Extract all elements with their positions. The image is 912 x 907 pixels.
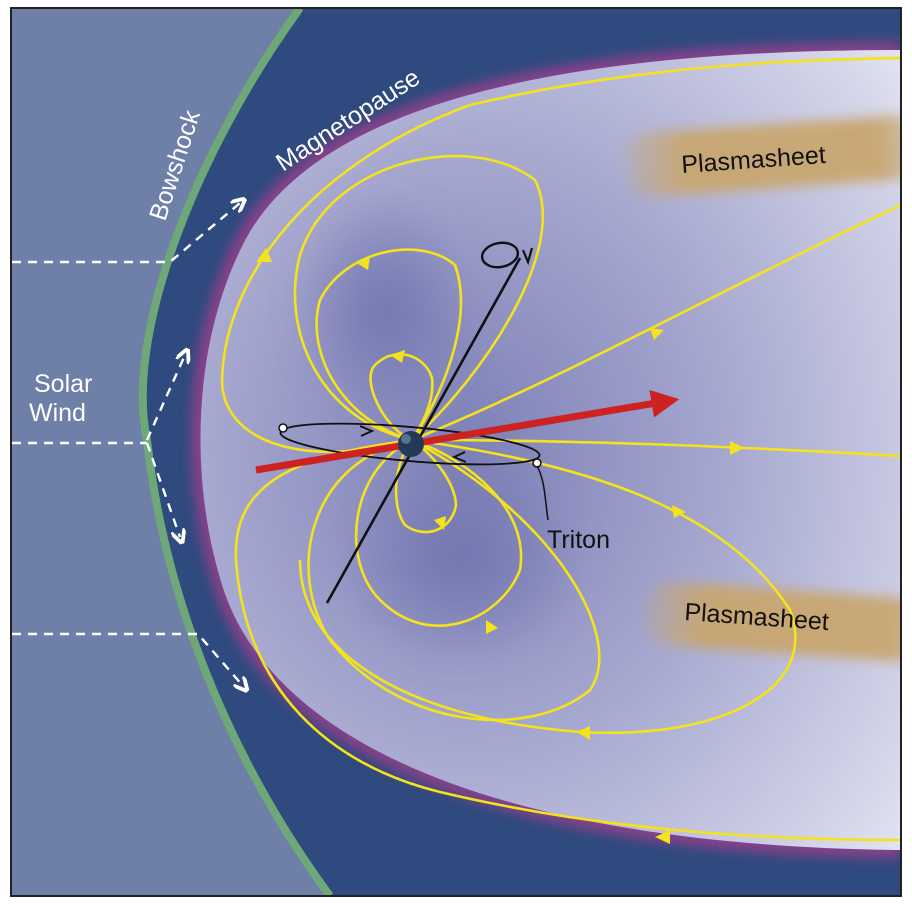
field-arrowhead xyxy=(655,830,670,844)
solar-wind-label-line2: Wind xyxy=(29,399,86,427)
solar-wind-arrow-4 xyxy=(145,442,180,537)
diagram-frame xyxy=(10,7,902,897)
field-arrowheads xyxy=(256,248,744,844)
field-line-open-mid xyxy=(411,438,901,458)
solar-wind-arrows xyxy=(12,203,243,686)
lower-lobe-shade xyxy=(330,450,590,670)
plasmasheet-lower xyxy=(644,581,901,663)
field-arrowhead xyxy=(672,505,686,518)
field-arrowhead xyxy=(256,248,272,262)
field-arrowhead xyxy=(355,256,370,270)
field-line-3 xyxy=(315,248,463,442)
field-arrowhead xyxy=(434,516,446,530)
neptune-planet xyxy=(398,431,424,457)
solar-wind-arrow-1 xyxy=(12,203,240,264)
field-arrowhead xyxy=(576,726,590,740)
rotation-arrow-icon xyxy=(480,241,520,269)
bowshock-line xyxy=(138,8,334,896)
field-line-lower-loop xyxy=(298,438,797,735)
field-arrowhead xyxy=(730,441,744,455)
solar-wind-arrow-5 xyxy=(12,632,243,686)
field-line-3b xyxy=(354,438,523,627)
field-line-open-up xyxy=(411,203,901,442)
triton-leader-line xyxy=(536,465,549,521)
triton-label: Triton xyxy=(547,526,610,554)
triton-orbit-marker xyxy=(278,423,288,433)
magnetic-axis-arrow xyxy=(255,389,680,474)
field-line-2b xyxy=(307,438,601,722)
field-line-outer-lower xyxy=(234,438,901,842)
field-line-2 xyxy=(293,154,545,442)
rotation-axis xyxy=(325,257,522,604)
rotation-arrowhead xyxy=(521,247,534,266)
triton-orbit xyxy=(279,422,541,466)
field-arrowhead xyxy=(650,328,664,340)
field-arrowhead xyxy=(486,620,498,634)
field-lines xyxy=(220,56,901,842)
triton-moon xyxy=(532,458,542,468)
orbit-arrow xyxy=(451,451,467,463)
orbit-arrow xyxy=(359,425,375,437)
neptune-highlight xyxy=(401,434,411,444)
field-line-outer-upper xyxy=(220,56,901,453)
upper-lobe-shade xyxy=(290,190,480,430)
solar-wind-label-line1: Solar xyxy=(34,370,92,398)
field-arrowhead xyxy=(390,350,405,363)
plasmasheet-upper xyxy=(624,115,901,197)
